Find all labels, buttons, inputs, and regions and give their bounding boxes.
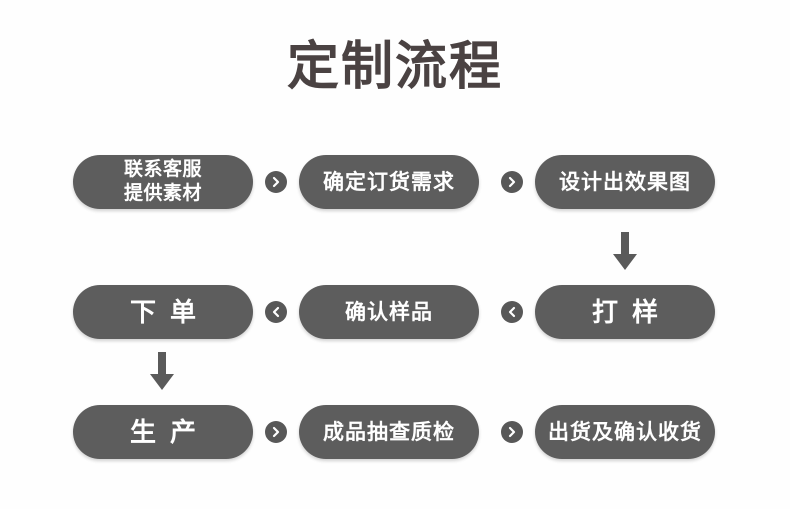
flow-step-confirm-sample[interactable]: 确认样品 — [299, 285, 479, 339]
flow-step-label: 打样 — [591, 297, 672, 327]
arrow-down-icon — [149, 352, 175, 392]
chevron-right-icon — [265, 421, 287, 443]
flow-step-quality-inspection[interactable]: 成品抽查质检 — [299, 405, 479, 459]
flow-step-label: 设计出效果图 — [559, 170, 691, 194]
chevron-right-icon — [501, 421, 523, 443]
flow-step-place-order[interactable]: 下单 — [73, 285, 253, 339]
flow-step-shipping-confirmation[interactable]: 出货及确认收货 — [535, 405, 715, 459]
flow-row-2: 下单 确认样品 打样 — [0, 285, 790, 339]
flow-step-label: 下单 — [129, 297, 210, 327]
page-title: 定制流程 — [286, 38, 503, 96]
flow-row-1: 联系客服 提供素材 确定订货需求 设计出效果图 — [0, 155, 790, 209]
chevron-left-icon — [265, 301, 287, 323]
flow-step-label-line-1: 联系客服 — [123, 159, 202, 180]
flow-row-3: 生产 成品抽查质检 出货及确认收货 — [0, 405, 790, 459]
flow-step-production[interactable]: 生产 — [73, 405, 253, 459]
flow-step-label: 确认样品 — [345, 300, 433, 324]
flow-step-contact-service[interactable]: 联系客服 提供素材 — [73, 155, 253, 209]
chevron-left-icon — [501, 301, 523, 323]
flow-step-label: 成品抽查质检 — [323, 420, 455, 444]
flow-step-label: 生产 — [129, 417, 210, 447]
chevron-right-icon — [265, 171, 287, 193]
arrow-down-icon — [612, 232, 638, 272]
flow-step-label: 出货及确认收货 — [548, 420, 702, 444]
flow-step-design-rendering[interactable]: 设计出效果图 — [535, 155, 715, 209]
flow-step-confirm-order-requirements[interactable]: 确定订货需求 — [299, 155, 479, 209]
chevron-right-icon — [501, 171, 523, 193]
flow-step-make-sample[interactable]: 打样 — [535, 285, 715, 339]
flow-step-label: 确定订货需求 — [323, 170, 455, 194]
flow-step-label-line-2: 提供素材 — [123, 183, 202, 204]
